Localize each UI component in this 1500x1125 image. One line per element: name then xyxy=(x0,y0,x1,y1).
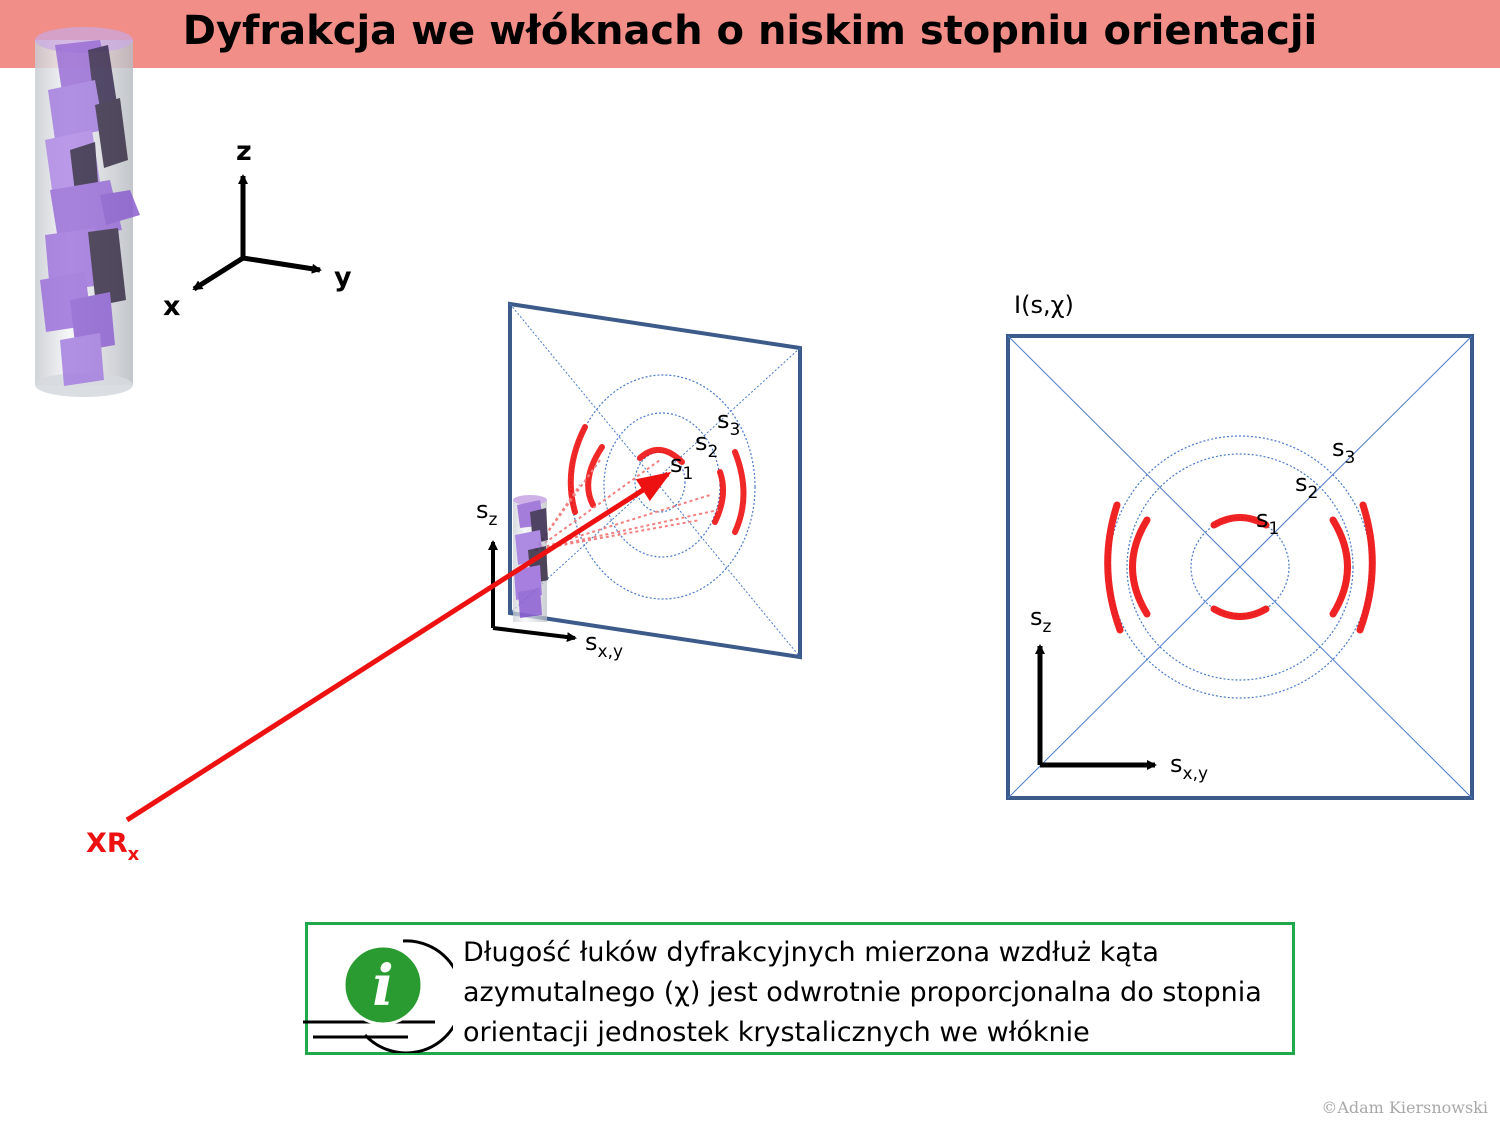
left-s3-sub: 3 xyxy=(730,420,741,440)
svg-text:s2: s2 xyxy=(1295,469,1318,503)
svg-text:XRx: XRx xyxy=(86,828,140,865)
intensity-title: I(s,χ) xyxy=(1014,291,1074,319)
left-axis-z-sub: z xyxy=(489,510,498,530)
left-s3-base: s xyxy=(717,406,730,434)
axis-z-label: z xyxy=(236,136,252,167)
xray-beam: XRx xyxy=(86,471,672,865)
title-bar xyxy=(0,0,1500,68)
svg-text:s3: s3 xyxy=(717,406,740,440)
svg-text:s2: s2 xyxy=(695,428,718,462)
right-axis-z-sub: z xyxy=(1043,617,1052,637)
axis-y-label: y xyxy=(334,262,352,293)
arc-s3-right-a xyxy=(732,449,747,535)
right-s2-sub: 2 xyxy=(1308,483,1319,503)
arc-s1-left-screen xyxy=(637,447,685,465)
svg-text:s3: s3 xyxy=(1332,434,1355,468)
arc-s3-left xyxy=(1104,501,1124,634)
arc-s1-bottom xyxy=(1210,605,1270,620)
arc-s2-left-a xyxy=(585,444,605,508)
detector-pattern-flat: I(s,χ) s1 s2 s3 sz sx,y xyxy=(1006,291,1474,800)
info-text: Długość łuków dyfrakcyjnych mierzona wzd… xyxy=(463,937,1262,1048)
svg-text:sz: sz xyxy=(1030,603,1052,637)
arc-s2-left xyxy=(1129,516,1151,618)
right-axis-z-base: s xyxy=(1030,603,1043,631)
left-s1-sub: 1 xyxy=(683,464,694,484)
arc-s2-right-a xyxy=(712,469,727,525)
page-title: Dyfrakcja we włóknach o niskim stopniu o… xyxy=(182,8,1318,54)
svg-text:sx,y: sx,y xyxy=(585,628,623,662)
arc-s3-right xyxy=(1356,501,1376,634)
svg-text:sx,y: sx,y xyxy=(1170,750,1208,784)
right-axis-xy-sub: x,y xyxy=(1183,764,1209,784)
right-s2-base: s xyxy=(1295,469,1308,497)
fiber-small xyxy=(513,495,548,622)
right-s3-sub: 3 xyxy=(1345,448,1356,468)
right-s1-base: s xyxy=(1256,505,1269,533)
info-box: i Długość łuków dyfrakcyjnych mierzona w… xyxy=(303,922,1295,1055)
left-axis-z-base: s xyxy=(476,496,489,524)
left-axis-xy-base: s xyxy=(585,628,598,656)
svg-text:sz: sz xyxy=(476,496,498,530)
arc-s1-top xyxy=(1210,514,1270,529)
svg-text:i: i xyxy=(372,953,393,1019)
svg-text:s1: s1 xyxy=(670,450,693,484)
beam-label-sub: x xyxy=(128,844,140,865)
right-axis-xy-base: s xyxy=(1170,750,1183,778)
crystallite-blocks xyxy=(40,40,140,386)
copyright: ©Adam Kiersnowski xyxy=(1321,1098,1488,1117)
arc-s3-left-a xyxy=(567,424,588,515)
arc-s2-right xyxy=(1329,516,1351,618)
beam-label: XR xyxy=(86,828,128,859)
left-s1-base: s xyxy=(670,450,683,478)
detector-screen-perspective: s1 s2 s3 sz sx,y xyxy=(476,301,802,662)
svg-text:s1: s1 xyxy=(1256,505,1279,539)
left-s2-base: s xyxy=(695,428,708,456)
info-icon: i xyxy=(303,939,453,1053)
right-s3-base: s xyxy=(1332,434,1345,462)
axes-3d: z y x xyxy=(163,136,352,322)
fiber-illustration xyxy=(35,27,140,397)
left-axis-xy-sub: x,y xyxy=(598,642,624,662)
axis-x-label: x xyxy=(163,291,180,322)
left-s2-sub: 2 xyxy=(708,442,719,462)
right-s1-sub: 1 xyxy=(1269,519,1280,539)
